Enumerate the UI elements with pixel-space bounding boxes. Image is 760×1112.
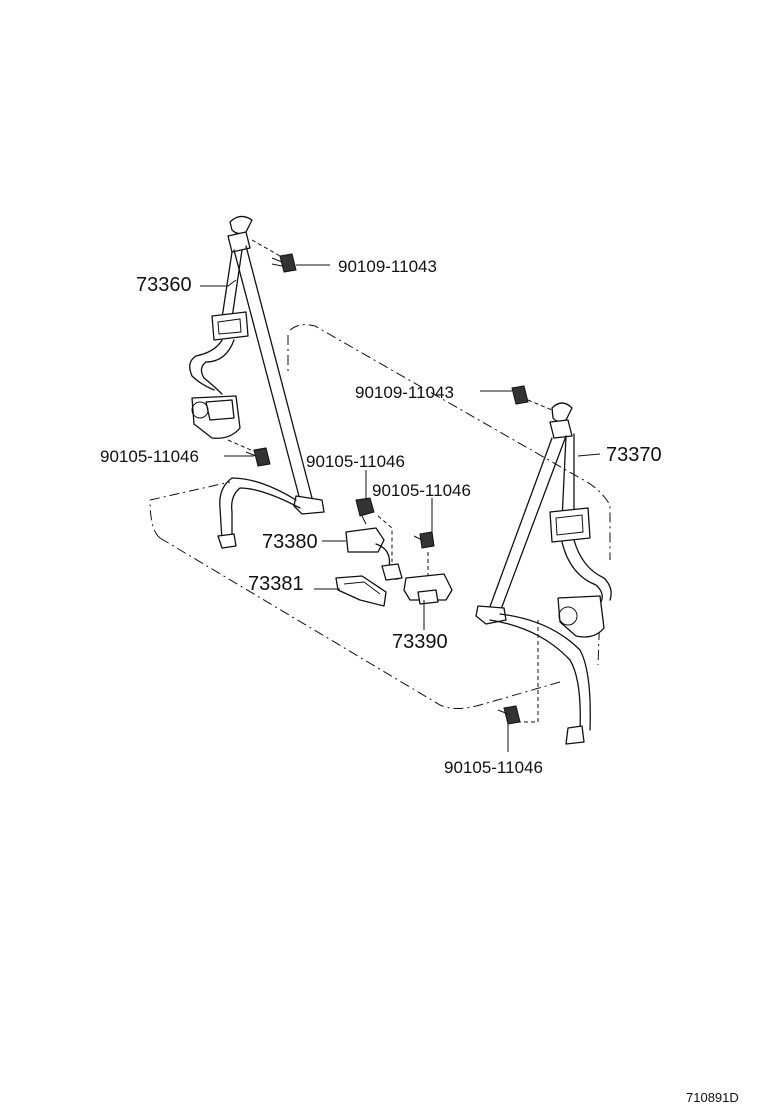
- buckle-73380[interactable]: [345, 515, 403, 581]
- callout-73380: 73380: [262, 531, 318, 553]
- buckle-cover-73381[interactable]: [335, 575, 387, 607]
- callout-73370: 73370: [606, 444, 662, 466]
- bolt-icon-center-a[interactable]: [355, 497, 375, 525]
- callout-bolt-left-upper: 90109-11043: [338, 257, 437, 276]
- callout-bolt-center-b: 90105-11046: [372, 481, 471, 500]
- callout-bolt-right-lower: 90105-11046: [444, 758, 543, 777]
- callout-bolt-center-a: 90105-11046: [306, 452, 405, 471]
- bolt-icon-left-lower[interactable]: [245, 447, 271, 467]
- bolt-icon-right-lower[interactable]: [497, 705, 521, 725]
- callout-73390: 73390: [392, 631, 448, 653]
- left-seatbelt-assembly[interactable]: [189, 215, 325, 549]
- callout-73381: 73381: [248, 573, 304, 595]
- right-seatbelt-assembly[interactable]: [475, 402, 612, 745]
- bolt-icon-center-b[interactable]: [413, 531, 435, 549]
- bolt-icon-left-upper[interactable]: [251, 239, 297, 273]
- center-buckle-73390[interactable]: [403, 552, 453, 605]
- callout-bolt-left-lower: 90105-11046: [100, 447, 199, 466]
- diagram-code: 710891D: [686, 1090, 739, 1105]
- bolt-icon-right-upper[interactable]: [511, 385, 553, 411]
- leader-lines: [200, 264, 601, 752]
- callout-73360: 73360: [136, 274, 192, 296]
- callout-bolt-right-upper: 90109-11043: [355, 383, 454, 402]
- seat-outline: [149, 324, 611, 709]
